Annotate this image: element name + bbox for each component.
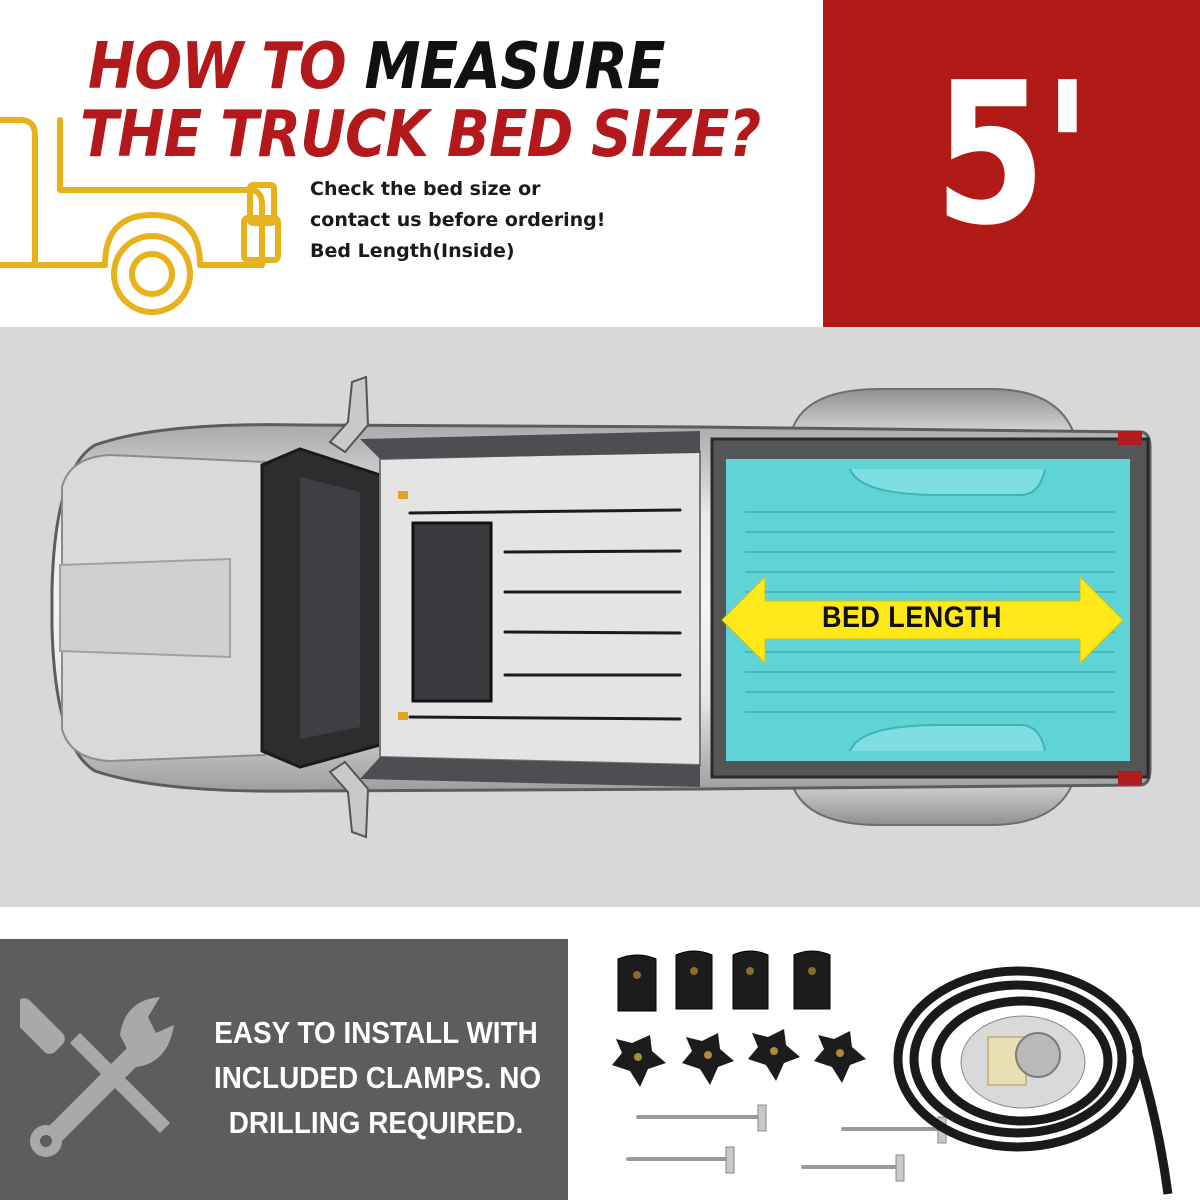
instruction-line: Bed Length(Inside)	[310, 240, 515, 262]
clamp-block	[675, 950, 713, 1010]
instruction-line: Check the bed size or	[310, 178, 541, 200]
clamp-block	[793, 950, 831, 1010]
included-parts-panel	[568, 939, 1200, 1200]
headline-line-1: HOW TO MEASURE	[88, 32, 665, 102]
install-line: DRILLING REQUIRED.	[228, 1105, 524, 1140]
install-line: EASY TO INSTALL WITH	[214, 1015, 538, 1050]
clamp-block	[732, 950, 769, 1010]
bed-size-panel	[823, 0, 1200, 327]
divider	[0, 907, 1200, 939]
clamp-knob	[612, 1035, 666, 1087]
clamp-block	[617, 954, 657, 1012]
headline-how-to: HOW TO	[88, 30, 347, 104]
sunroof	[411, 521, 493, 703]
wrench-screwdriver-icon	[20, 997, 174, 1157]
instruction-text: Check the bed size or contact us before …	[310, 174, 605, 267]
install-line: INCLUDED CLAMPS. NO	[214, 1060, 542, 1095]
included-parts-image	[612, 950, 1173, 1195]
mirror-top	[328, 375, 370, 454]
install-description: EASY TO INSTALL WITH INCLUDED CLAMPS. NO…	[214, 1010, 542, 1145]
bed-length-arrow	[721, 575, 1124, 665]
install-info-panel	[0, 939, 568, 1200]
bed-length-label: BED LENGTH	[822, 601, 1002, 634]
rear-fender-top	[788, 388, 1077, 438]
mirror-bottom	[328, 760, 370, 839]
truck-top-view	[50, 375, 1152, 839]
instruction-line: contact us before ordering!	[310, 209, 606, 231]
truck-outline-icon	[0, 117, 281, 315]
headline-measure: MEASURE	[364, 30, 665, 104]
headline-line-2: THE TRUCK BED SIZE?	[80, 98, 761, 172]
bed-size-value: 5'	[934, 41, 1092, 269]
